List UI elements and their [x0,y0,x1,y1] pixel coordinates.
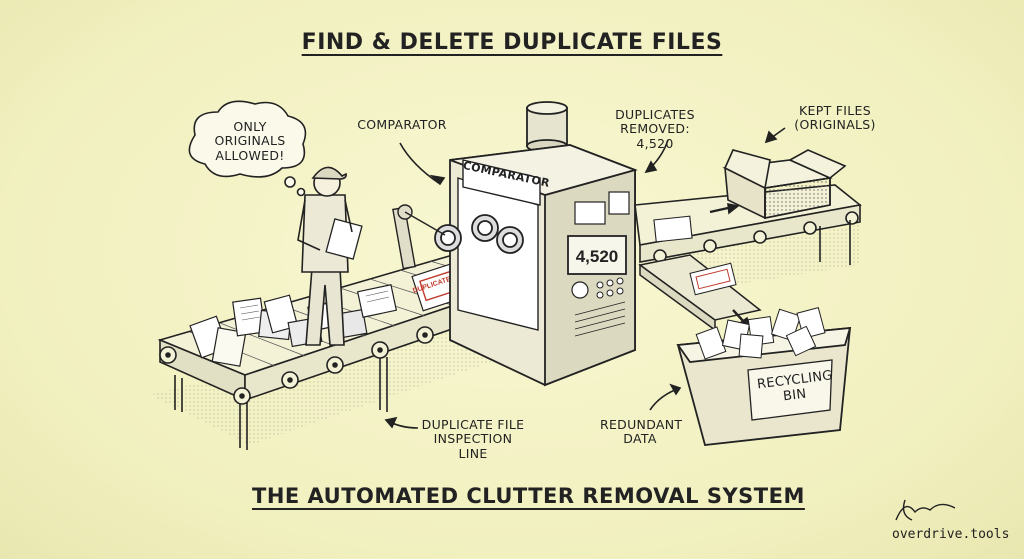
recycling-bin [676,306,852,446]
duplicates-removed-label: DUPLICATES REMOVED: 4,520 [615,107,695,151]
page-title: FIND & DELETE DUPLICATE FILES [301,30,723,55]
comparator-label: COMPARATOR [357,117,447,132]
inspection-line-label: DUPLICATE FILE INSPECTION LINE [421,417,525,461]
thought-cloud [188,100,307,197]
signature-scribble [895,499,956,521]
redundant-data-label: REDUNDANT DATA [600,417,683,447]
page-subtitle: THE AUTOMATED CLUTTER REMOVAL SYSTEM [252,484,805,508]
kept-conveyor [634,184,862,265]
worker-figure [297,166,363,346]
callout-arrows [384,127,786,429]
signature: overdrive.tools [892,527,1010,542]
thought-text: ONLY ORIGINALS ALLOWED! [214,119,286,163]
comparator-machine: 4,520 [392,101,638,387]
svg-text:4,520: 4,520 [576,247,619,266]
kept-files-box [722,149,847,220]
kept-files-label: KEPT FILES (ORIGINALS) [794,103,876,133]
reject-chute [638,254,762,332]
